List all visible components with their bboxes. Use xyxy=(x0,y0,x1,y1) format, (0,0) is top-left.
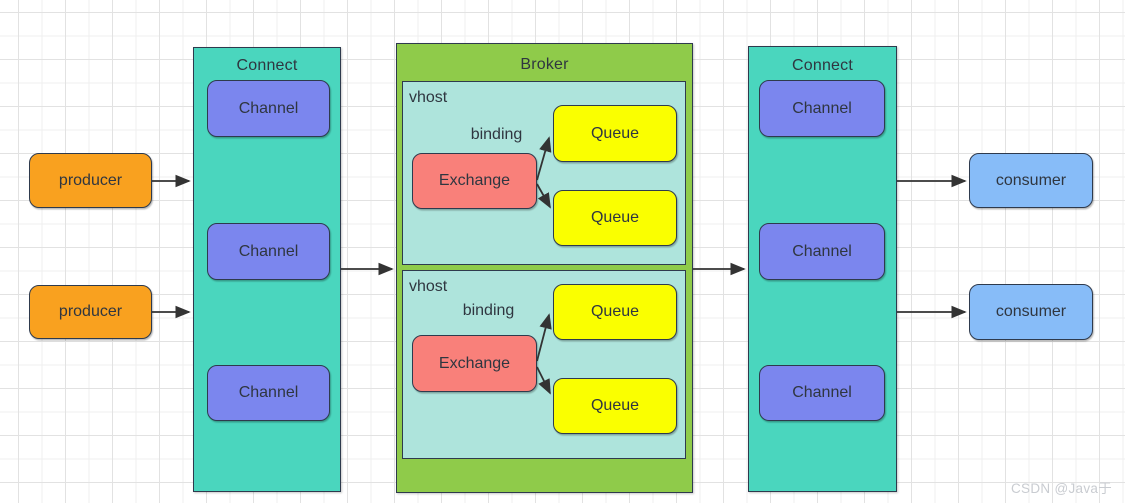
consumer-node-1: consumer xyxy=(969,153,1093,208)
channel-node-left-3: Channel xyxy=(207,365,330,421)
channel-node-right-1: Channel xyxy=(759,80,885,137)
queue-label: Queue xyxy=(590,303,640,320)
broker-title: Broker xyxy=(520,56,569,73)
consumer-label: consumer xyxy=(995,171,1067,189)
channel-node-left-2: Channel xyxy=(207,223,330,280)
binding-label-1: binding xyxy=(470,126,523,143)
connect-right-title: Connect xyxy=(792,57,853,74)
channel-node-right-3: Channel xyxy=(759,365,885,421)
queue-node-1b: Queue xyxy=(553,190,677,246)
connect-left-title: Connect xyxy=(236,57,298,74)
consumer-node-2: consumer xyxy=(969,284,1093,340)
producer-node-1: producer xyxy=(29,153,152,208)
queue-node-2b: Queue xyxy=(553,378,677,434)
exchange-node-2: Exchange xyxy=(412,335,537,392)
exchange-node-1: Exchange xyxy=(412,153,537,209)
queue-node-2a: Queue xyxy=(553,284,677,340)
channel-label: Channel xyxy=(238,99,299,117)
queue-label: Queue xyxy=(590,397,640,414)
vhost-label: vhost xyxy=(409,278,448,295)
channel-node-right-2: Channel xyxy=(759,223,885,280)
exchange-label: Exchange xyxy=(438,354,511,372)
exchange-label: Exchange xyxy=(438,172,511,189)
channel-label: Channel xyxy=(792,384,852,401)
channel-label: Channel xyxy=(792,242,852,260)
consumer-label: consumer xyxy=(995,303,1067,320)
binding-label-2: binding xyxy=(462,302,515,319)
producer-label: producer xyxy=(58,303,123,320)
vhost-label: vhost xyxy=(409,89,448,106)
channel-label: Channel xyxy=(238,384,299,401)
producer-label: producer xyxy=(58,171,123,189)
queue-label: Queue xyxy=(590,124,640,142)
channel-label: Channel xyxy=(238,242,299,260)
queue-label: Queue xyxy=(590,209,640,226)
channel-label: Channel xyxy=(792,99,852,117)
csdn-watermark: CSDN @Java于 xyxy=(1010,481,1112,496)
queue-node-1a: Queue xyxy=(553,105,677,162)
producer-node-2: producer xyxy=(29,285,152,339)
channel-node-left-1: Channel xyxy=(207,80,330,137)
